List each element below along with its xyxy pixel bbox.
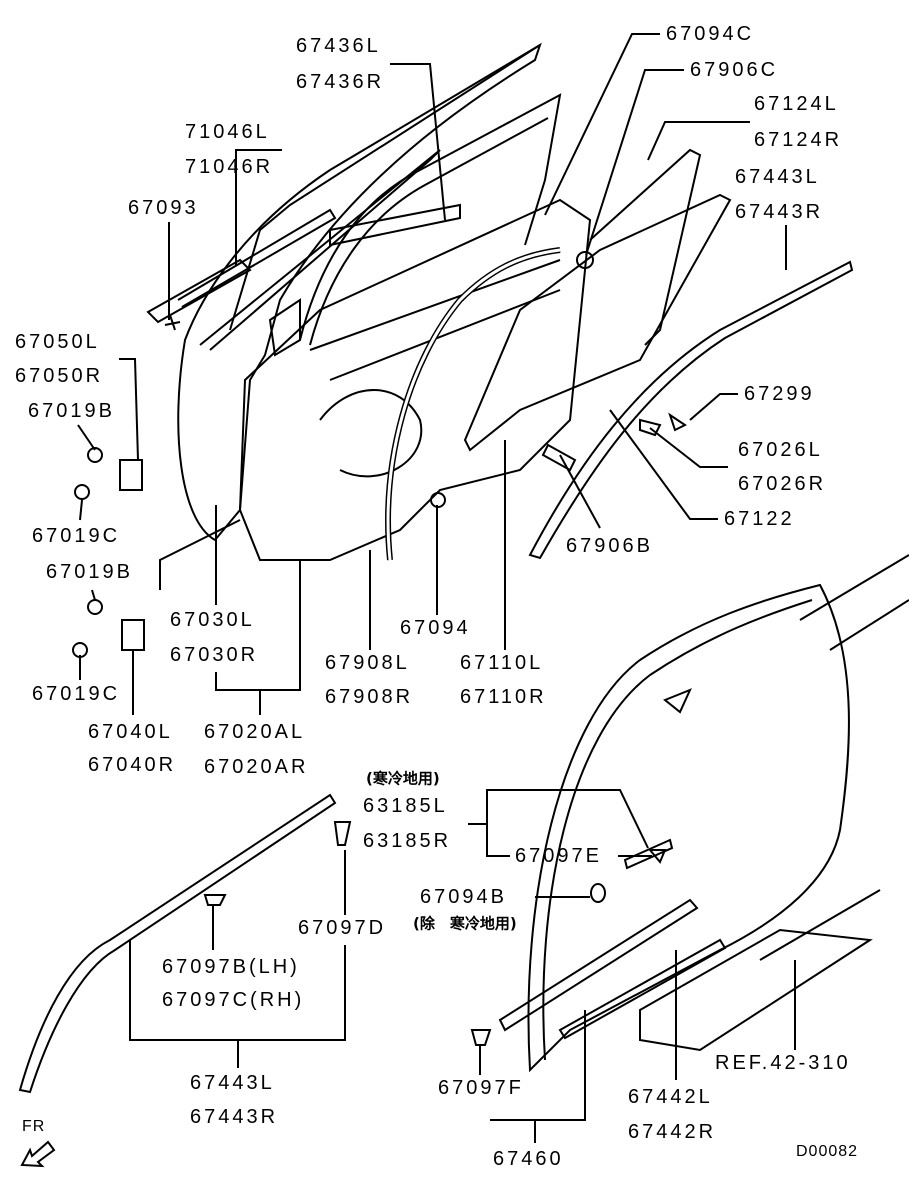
- note-except-cold-climate: (除 寒冷地用): [413, 914, 517, 933]
- part-label-67097D: 67097D: [298, 917, 387, 939]
- clip-67097D: [333, 821, 352, 846]
- part-label-71046R: 71046R: [185, 156, 274, 178]
- part-label-67020AR: 67020AR: [204, 756, 309, 778]
- bumper-67906B: [541, 443, 577, 472]
- part-label-71046L: 71046L: [185, 121, 270, 143]
- part-label-67124R: 67124R: [754, 129, 843, 151]
- weatherstrip-67443-lower: [18, 793, 337, 1094]
- clip-67097B: [203, 894, 227, 906]
- part-label-67442R: 67442R: [628, 1121, 717, 1143]
- clip-67097E: [647, 849, 667, 864]
- note-cold-climate: (寒冷地用): [366, 769, 440, 788]
- part-label-67443L: 67443L: [735, 166, 820, 188]
- part-label-63185L: 63185L: [363, 795, 448, 817]
- part-label-67110R: 67110R: [460, 686, 547, 708]
- part-label-67019C: 67019C: [32, 525, 121, 547]
- door-sash: [299, 93, 562, 341]
- clip-67906C: [576, 251, 594, 269]
- part-label-67093: 67093: [128, 197, 199, 219]
- part-label-67019B: 67019B: [28, 400, 115, 422]
- part-label-67097C: 67097C(RH): [162, 989, 305, 1011]
- door-inner-panel: [238, 198, 592, 561]
- part-label-67436L: 67436L: [296, 35, 381, 57]
- part-label-67908L: 67908L: [325, 652, 410, 674]
- part-label-67443R: 67443R: [190, 1106, 279, 1128]
- part-label-67030R: 67030R: [170, 644, 259, 666]
- part-label-67094B: 67094B: [420, 886, 507, 908]
- grommet-67094: [430, 492, 446, 508]
- part-label-67908R: 67908R: [325, 686, 414, 708]
- part-label-67097E: 67097E: [515, 845, 602, 867]
- part-label-67443R: 67443R: [735, 201, 824, 223]
- opening-weatherstrip-67460: [527, 583, 850, 1073]
- door-belt-molding: [146, 258, 252, 324]
- fr-arrow-icon: [20, 1140, 56, 1168]
- part-label-67442L: 67442L: [628, 1086, 713, 1108]
- body-pillar: [639, 554, 909, 1052]
- part-label-67020AL: 67020AL: [204, 721, 306, 743]
- part-label-67040L: 67040L: [88, 721, 173, 743]
- clip-67097F: [470, 1029, 492, 1046]
- scuff-plate-67442: [498, 898, 699, 1032]
- part-label-67050R: 67050R: [15, 365, 104, 387]
- part-label-67040R: 67040R: [88, 754, 177, 776]
- part-label-67299: 67299: [744, 383, 815, 405]
- strip-63185: [623, 838, 674, 870]
- part-label-67443L: 67443L: [190, 1072, 275, 1094]
- hinge-67040: [121, 619, 145, 651]
- part-label-67906C: 67906C: [690, 59, 779, 81]
- inner-belt-strip: [329, 203, 461, 247]
- part-label-67094: 67094: [400, 617, 471, 639]
- part-label-67050L: 67050L: [15, 331, 100, 353]
- part-label-67460: 67460: [493, 1148, 564, 1170]
- part-label-67026L: 67026L: [738, 439, 823, 461]
- direction-label: FR: [22, 1118, 46, 1135]
- screw-67093: [164, 314, 181, 331]
- part-label-67436R: 67436R: [296, 71, 385, 93]
- part-label-67094C: 67094C: [666, 23, 755, 45]
- reference-label: REF.42-310: [715, 1052, 851, 1074]
- part-label-67026R: 67026R: [738, 473, 827, 495]
- diagram-code: D00082: [796, 1143, 859, 1160]
- plug-67094B: [590, 883, 606, 903]
- hinge-67050: [119, 459, 143, 491]
- part-label-67019C: 67019C: [32, 683, 121, 705]
- door-glass: [463, 193, 732, 452]
- part-label-67030L: 67030L: [170, 609, 255, 631]
- part-label-67110L: 67110L: [460, 652, 544, 674]
- weatherstrip-67443: [528, 260, 854, 560]
- glass-run: [589, 148, 702, 346]
- part-label-67097B: 67097B(LH): [162, 956, 300, 978]
- part-label-67019B: 67019B: [46, 561, 133, 583]
- part-label-67122: 67122: [724, 508, 795, 530]
- part-label-67097F: 67097F: [438, 1077, 524, 1099]
- part-label-67124L: 67124L: [754, 93, 839, 115]
- leader-lines: [77, 33, 796, 1143]
- clip-67299: [639, 412, 687, 437]
- part-label-67906B: 67906B: [566, 535, 653, 557]
- part-label-63185R: 63185R: [363, 830, 452, 852]
- door-outer-panel: [177, 42, 542, 542]
